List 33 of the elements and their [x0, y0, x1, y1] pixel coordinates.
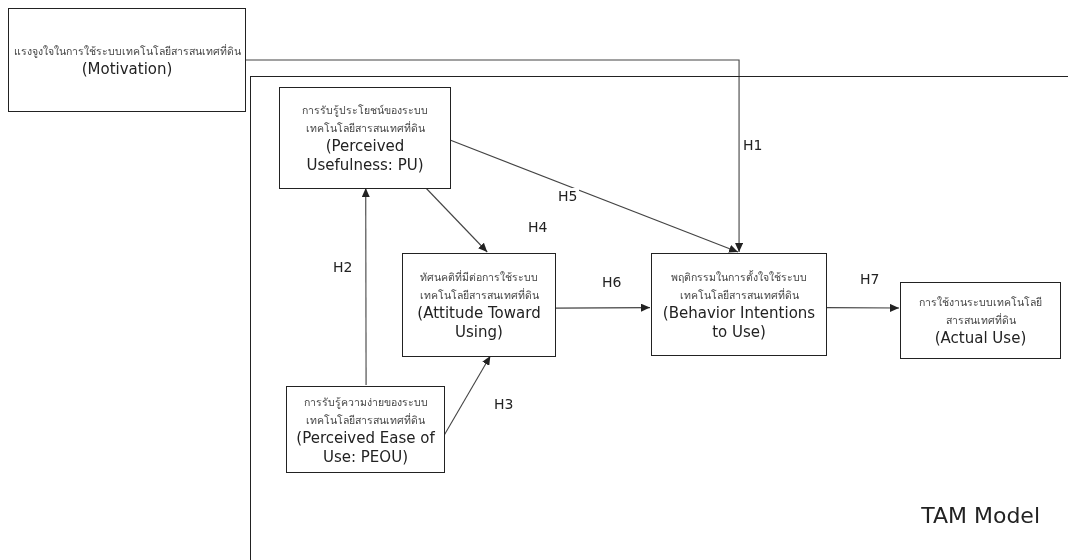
- arrow: [443, 355, 491, 436]
- concept-box: [279, 87, 451, 189]
- arrow: [245, 59, 744, 253]
- thai-label: การรับรู้ความง่ายของระบบเทคโนโลยีสารสนเทศที่ดิน: [302, 394, 429, 428]
- arrow: [425, 187, 488, 253]
- concept-box: [651, 253, 827, 356]
- english-label: (Motivation): [81, 59, 173, 79]
- concept-box: [286, 386, 445, 473]
- english-label: (Perceived Usefulness: PU): [305, 137, 425, 175]
- english-label: (Behavior Intentions to Use): [661, 303, 817, 342]
- concept-box: [8, 8, 246, 112]
- edge-label: H7: [858, 271, 882, 287]
- model-frame: [250, 76, 1068, 560]
- edge-label: H5: [556, 188, 580, 204]
- arrow: [361, 187, 370, 386]
- thai-label: แรงจูงใจในการใช้ระบบเทคโนโลยีสารสนเทศที่ดิน: [13, 43, 241, 60]
- arrow: [825, 303, 900, 312]
- english-label: (Attitude Toward Using): [416, 304, 542, 342]
- edge-label: H4: [526, 219, 550, 235]
- thai-label: พฤติกรรมในการตั้งใจใช้ระบบเทคโนโลยีสารสนเทศที่ดิน: [670, 269, 808, 303]
- concept-box: [900, 282, 1061, 359]
- edge-label: H1: [741, 137, 765, 153]
- thai-label: ทัศนคติที่มีต่อการใช้ระบบเทคโนโลยีสารสนเทศที่ดิน: [418, 269, 540, 303]
- arrow: [449, 139, 739, 253]
- frame-heading: TAM Model: [921, 503, 1040, 528]
- english-label: (Actual Use): [934, 329, 1027, 348]
- thai-label: การใช้งานระบบเทคโนโลยีสารสนเทศที่ดิน: [918, 295, 1043, 328]
- english-label: (Perceived Ease of Use: PEOU): [295, 428, 436, 467]
- thai-label: การรับรู้ประโยชน์ของระบบเทคโนโลยีสารสนเทศที่ดิน: [301, 103, 429, 136]
- edge-label: H3: [492, 396, 516, 412]
- concept-box: [402, 253, 556, 357]
- arrow: [554, 303, 651, 312]
- edge-label: H6: [600, 274, 624, 290]
